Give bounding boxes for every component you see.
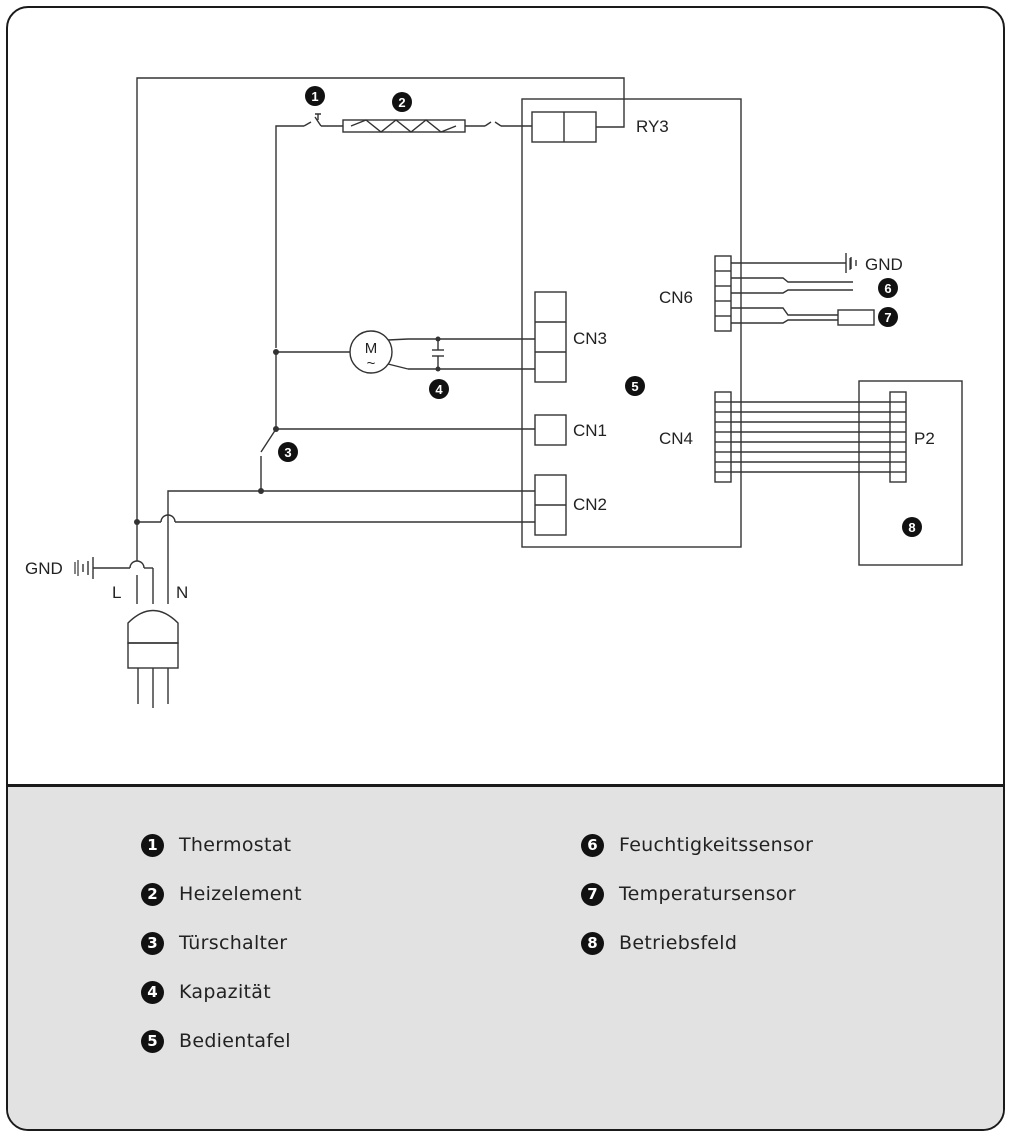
- legend-panel: 1 Thermostat 2 Heizelement 3 Türschalter…: [8, 784, 1003, 1129]
- mains-plug: [127, 609, 179, 644]
- operating-panel: [858, 380, 963, 566]
- callout-2: 2: [392, 92, 412, 112]
- callout-6: 6: [878, 278, 898, 298]
- legend-badge: 6: [581, 833, 604, 857]
- legend-label: Türschalter: [179, 932, 288, 954]
- connector-p2: [889, 391, 907, 483]
- diagram-frame: RY3 CN6 CN3 CN1 CN2 CN4 P2 GND GND L N M…: [6, 6, 1005, 1131]
- label-cn3: CN3: [573, 329, 607, 348]
- legend-item-temperature-sensor: 7 Temperatursensor: [581, 879, 796, 909]
- svg-text:4: 4: [435, 382, 443, 397]
- wiring-diagram: RY3 CN6 CN3 CN1 CN2 CN4 P2 GND GND L N M…: [25, 77, 963, 708]
- label-n: N: [176, 583, 188, 602]
- legend-item-capacitor: 4 Kapazität: [141, 977, 271, 1007]
- label-l: L: [112, 583, 121, 602]
- fan-motor: [349, 330, 393, 374]
- legend-badge: 8: [581, 931, 604, 955]
- label-p2: P2: [914, 429, 935, 448]
- svg-text:7: 7: [884, 310, 891, 325]
- callouts: 1 2 3 4 5 6 7: [278, 86, 922, 537]
- legend-badge: 4: [141, 980, 164, 1004]
- svg-text:6: 6: [884, 281, 891, 296]
- legend-label: Bedientafel: [179, 1030, 291, 1052]
- motor-label-tilde: ~: [367, 355, 376, 372]
- legend-item-control-panel: 5 Bedientafel: [141, 1026, 291, 1056]
- legend-badge: 1: [141, 833, 164, 857]
- temperature-sensor: [837, 309, 875, 326]
- legend-item-heating-element: 2 Heizelement: [141, 879, 302, 909]
- svg-text:1: 1: [311, 89, 318, 104]
- legend-badge: 3: [141, 931, 164, 955]
- callout-5: 5: [625, 376, 645, 396]
- legend-badge: 5: [141, 1029, 164, 1053]
- connector-cn3: [534, 291, 567, 383]
- motor-label-m: M: [365, 340, 378, 357]
- svg-text:3: 3: [284, 445, 291, 460]
- svg-text:8: 8: [908, 520, 915, 535]
- label-cn6: CN6: [659, 288, 693, 307]
- legend-item-operating-panel: 8 Betriebsfeld: [581, 928, 737, 958]
- control-board: [521, 98, 742, 548]
- label-cn4: CN4: [659, 429, 693, 448]
- legend-badge: 2: [141, 882, 164, 906]
- legend-item-door-switch: 3 Türschalter: [141, 928, 287, 958]
- svg-text:5: 5: [631, 379, 638, 394]
- label-cn2: CN2: [573, 495, 607, 514]
- legend-label: Thermostat: [179, 834, 292, 856]
- legend-label: Temperatursensor: [619, 883, 796, 905]
- legend-label: Heizelement: [179, 883, 302, 905]
- callout-4: 4: [429, 379, 449, 399]
- legend-label: Kapazität: [179, 981, 271, 1003]
- legend-item-humidity-sensor: 6 Feuchtigkeitssensor: [581, 830, 813, 860]
- legend-label: Feuchtigkeitssensor: [619, 834, 814, 856]
- svg-text:2: 2: [398, 95, 405, 110]
- connector-cn6: [714, 255, 732, 332]
- legend-label: Betriebsfeld: [619, 932, 738, 954]
- connector-cn1: [534, 414, 567, 446]
- label-ry3: RY3: [636, 117, 669, 136]
- connector-cn4: [714, 391, 732, 483]
- callout-3: 3: [278, 442, 298, 462]
- callout-1: 1: [305, 86, 325, 106]
- legend-item-thermostat: 1 Thermostat: [141, 830, 291, 860]
- label-cn1: CN1: [573, 421, 607, 440]
- callout-7: 7: [878, 307, 898, 327]
- legend-badge: 7: [581, 882, 604, 906]
- label-gnd-top: GND: [865, 255, 903, 274]
- callout-8: 8: [902, 517, 922, 537]
- label-gnd-left: GND: [25, 559, 63, 578]
